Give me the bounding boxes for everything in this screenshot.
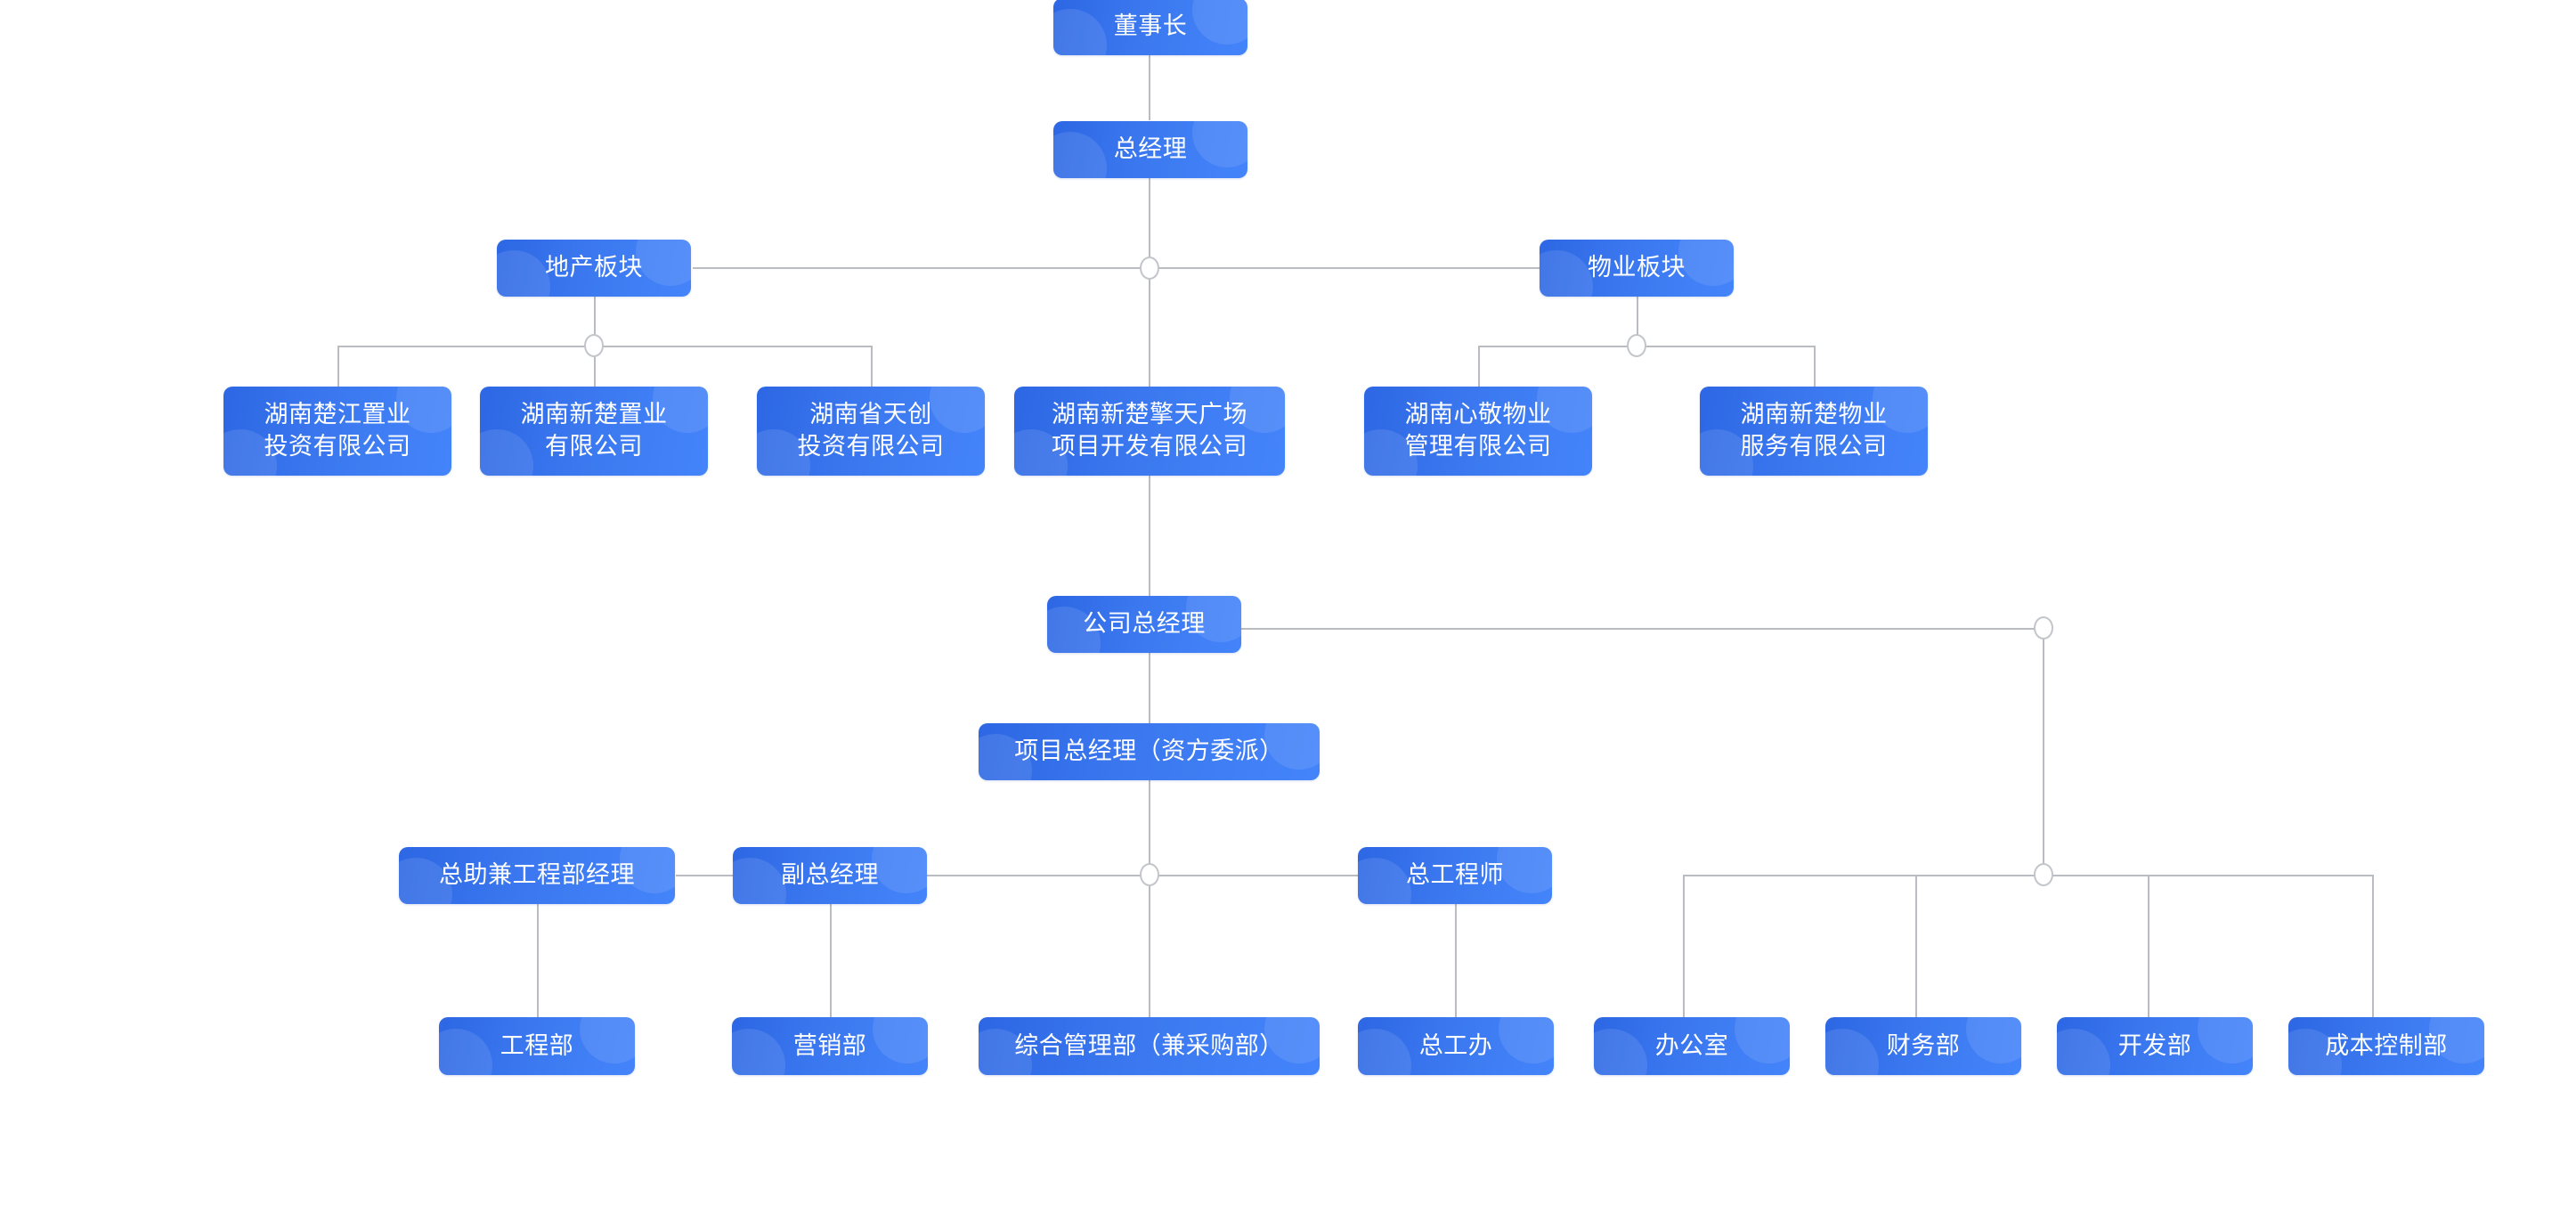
- junction-right-branch: [2034, 616, 2053, 640]
- node-company-chujiang-label: 湖南楚江置业 投资有限公司: [264, 401, 411, 460]
- node-assistant-eng-manager-label: 总助兼工程部经理: [439, 861, 635, 889]
- connector-to-cost-control: [2372, 875, 2374, 1017]
- connector-to-xinchu-property: [1814, 346, 1816, 387]
- node-general-manager[interactable]: 总经理: [1053, 121, 1247, 178]
- connector-realestate-children-bus: [337, 346, 872, 347]
- node-dept-development-label: 开发部: [2117, 1031, 2192, 1059]
- connector-to-finance: [1915, 875, 1917, 1017]
- node-chairman[interactable]: 董事长: [1053, 0, 1247, 55]
- connector-right-branch-down: [2043, 628, 2044, 876]
- connector-company-gm-right: [1241, 628, 2044, 630]
- node-company-xinchu-zhiye-label: 湖南新楚置业 有限公司: [520, 401, 668, 460]
- node-chief-engineer[interactable]: 总工程师: [1358, 847, 1552, 904]
- connector-property-down: [1637, 296, 1638, 346]
- node-dept-engineering[interactable]: 工程部: [439, 1017, 635, 1075]
- junction-level2: [1140, 257, 1159, 280]
- node-company-qingtian-plaza[interactable]: 湖南新楚擎天广场 项目开发有限公司: [1014, 387, 1285, 476]
- junction-right-departments: [2034, 863, 2053, 886]
- connector-chief-eng-to-office: [1455, 904, 1457, 1017]
- node-dept-chief-eng-office-label: 总工办: [1418, 1031, 1493, 1059]
- node-dept-general-admin[interactable]: 综合管理部（兼采购部）: [979, 1017, 1320, 1075]
- node-property-division-label: 物业板块: [1588, 254, 1686, 281]
- connector-property-children-bus: [1478, 346, 1815, 347]
- node-company-xinchu-property[interactable]: 湖南新楚物业 服务有限公司: [1700, 387, 1928, 476]
- connector-to-xinchu-zhiye: [594, 346, 596, 387]
- connector-level2-bus: [693, 267, 1548, 269]
- node-property-division[interactable]: 物业板块: [1540, 240, 1734, 297]
- connector-to-office: [1683, 875, 1685, 1017]
- node-company-xinjing-property-label: 湖南心敬物业 管理有限公司: [1404, 401, 1552, 460]
- node-chairman-label: 董事长: [1113, 12, 1188, 40]
- junction-management-bus: [1140, 863, 1159, 886]
- node-dept-general-admin-label: 综合管理部（兼采购部）: [1014, 1031, 1284, 1059]
- junction-property-children: [1627, 334, 1646, 357]
- connector-gm-down: [1149, 178, 1150, 268]
- node-company-chujiang[interactable]: 湖南楚江置业 投资有限公司: [223, 387, 451, 476]
- node-dept-development[interactable]: 开发部: [2057, 1017, 2253, 1075]
- node-deputy-gm[interactable]: 副总经理: [733, 847, 927, 904]
- node-dept-marketing[interactable]: 营销部: [732, 1017, 928, 1075]
- node-chief-engineer-label: 总工程师: [1406, 861, 1504, 889]
- connector-project-gm-down: [1149, 780, 1150, 1017]
- node-company-tianchuang-label: 湖南省天创 投资有限公司: [797, 401, 945, 460]
- connector-to-chujiang: [337, 346, 339, 387]
- connector-management-bus: [676, 875, 1358, 876]
- node-project-gm[interactable]: 项目总经理（资方委派）: [979, 723, 1320, 780]
- node-dept-finance-label: 财务部: [1886, 1031, 1961, 1059]
- node-company-xinchu-zhiye[interactable]: 湖南新楚置业 有限公司: [480, 387, 708, 476]
- node-dept-office-label: 办公室: [1654, 1031, 1729, 1059]
- node-real-estate-division-label: 地产板块: [545, 254, 643, 281]
- node-dept-marketing-label: 营销部: [792, 1031, 867, 1059]
- node-company-gm-label: 公司总经理: [1083, 610, 1206, 638]
- node-dept-engineering-label: 工程部: [500, 1031, 574, 1059]
- connector-to-tianchuang: [871, 346, 873, 387]
- node-dept-office[interactable]: 办公室: [1594, 1017, 1790, 1075]
- connector-to-xinjing-property: [1478, 346, 1480, 387]
- connector-right-departments-bus: [1683, 875, 2373, 876]
- node-company-xinchu-property-label: 湖南新楚物业 服务有限公司: [1740, 401, 1888, 460]
- connector-assistant-to-engineering: [537, 904, 539, 1017]
- node-company-gm[interactable]: 公司总经理: [1047, 596, 1241, 653]
- junction-realestate-children: [584, 334, 604, 357]
- node-company-tianchuang[interactable]: 湖南省天创 投资有限公司: [757, 387, 985, 476]
- node-dept-finance[interactable]: 财务部: [1825, 1017, 2021, 1075]
- node-company-qingtian-plaza-label: 湖南新楚擎天广场 项目开发有限公司: [1052, 401, 1247, 460]
- node-project-gm-label: 项目总经理（资方委派）: [1014, 737, 1284, 765]
- connector-realestate-down: [594, 296, 596, 346]
- node-dept-cost-control-label: 成本控制部: [2325, 1031, 2448, 1059]
- connector-to-development: [2148, 875, 2149, 1017]
- node-deputy-gm-label: 副总经理: [781, 861, 879, 889]
- node-company-xinjing-property[interactable]: 湖南心敬物业 管理有限公司: [1364, 387, 1592, 476]
- node-real-estate-division[interactable]: 地产板块: [497, 240, 691, 297]
- connector-chairman-to-gm: [1149, 55, 1150, 120]
- connector-deputy-to-marketing: [830, 904, 832, 1017]
- node-general-manager-label: 总经理: [1113, 135, 1188, 163]
- node-dept-chief-eng-office[interactable]: 总工办: [1358, 1017, 1554, 1075]
- node-assistant-eng-manager[interactable]: 总助兼工程部经理: [399, 847, 675, 904]
- node-dept-cost-control[interactable]: 成本控制部: [2288, 1017, 2484, 1075]
- connector-company-gm-to-project-gm: [1149, 653, 1150, 723]
